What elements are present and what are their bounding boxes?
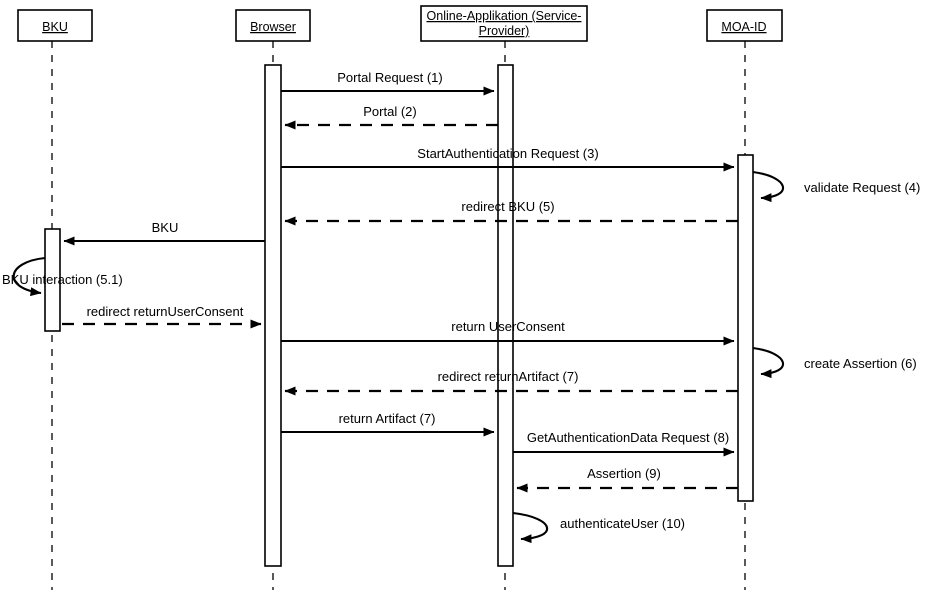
message-bku-interaction[interactable]: BKU interaction (5.1): [2, 256, 123, 297]
message-selfloop-validate-request[interactable]: [752, 170, 784, 203]
participant-bku[interactable]: BKU: [17, 9, 93, 42]
message-label-return-userconsent: return UserConsent: [451, 319, 565, 334]
message-assertion[interactable]: Assertion (9): [516, 466, 738, 493]
message-validate-request[interactable]: validate Request (4): [752, 170, 920, 203]
message-label-bku: BKU: [152, 220, 179, 235]
activation-bars: [44, 64, 754, 567]
message-label-create-assertion: create Assertion (6): [804, 356, 917, 371]
message-label-validate-request: validate Request (4): [804, 180, 920, 195]
participant-box-online[interactable]: [420, 5, 588, 42]
message-bku[interactable]: BKU: [63, 220, 265, 246]
message-label-redirect-bku: redirect BKU (5): [461, 199, 554, 214]
message-redirect-bku[interactable]: redirect BKU (5): [284, 199, 738, 226]
message-label-redirect-returnuserconsent: redirect returnUserConsent: [87, 304, 244, 319]
message-label-assertion: Assertion (9): [587, 466, 661, 481]
activation-bar-browser[interactable]: [264, 64, 282, 567]
message-label-portal: Portal (2): [363, 104, 416, 119]
message-label-getauthenticationdata-request: GetAuthenticationData Request (8): [527, 430, 729, 445]
participant-box-moaid[interactable]: [706, 9, 783, 42]
participant-label-browser: Browser: [250, 20, 296, 34]
message-getauthenticationdata-request[interactable]: GetAuthenticationData Request (8): [513, 430, 735, 457]
message-label-portal-request: Portal Request (1): [337, 70, 443, 85]
message-label-authenticateuser: authenticateUser (10): [560, 516, 685, 531]
activation-bar-bku[interactable]: [44, 228, 61, 332]
message-redirect-returnartifact[interactable]: redirect returnArtifact (7): [284, 369, 738, 396]
message-return-userconsent[interactable]: return UserConsent: [281, 319, 735, 346]
message-label-startauthentication-request: StartAuthentication Request (3): [417, 146, 598, 161]
activation-bar-moaid[interactable]: [737, 154, 754, 502]
message-selfloop-authenticateuser[interactable]: [512, 511, 549, 544]
participant-browser[interactable]: Browser: [235, 9, 311, 42]
message-startauthentication-request[interactable]: StartAuthentication Request (3): [281, 146, 735, 172]
message-label-bku-interaction: BKU interaction (5.1): [2, 272, 123, 287]
activation-bar-online[interactable]: [497, 64, 514, 567]
message-redirect-returnuserconsent[interactable]: redirect returnUserConsent: [62, 304, 262, 329]
message-label-redirect-returnartifact: redirect returnArtifact (7): [438, 369, 579, 384]
participant-label-bku: BKU: [42, 20, 68, 34]
message-authenticateuser[interactable]: authenticateUser (10): [512, 511, 685, 544]
participant-box-bku[interactable]: [17, 9, 93, 42]
message-selfloop-bku-interaction[interactable]: [12, 256, 46, 297]
message-portal-request[interactable]: Portal Request (1): [281, 70, 495, 96]
participant-label-online-line1: Online-Applikation (Service-: [427, 9, 582, 23]
message-selfloop-create-assertion[interactable]: [752, 346, 784, 379]
message-create-assertion[interactable]: create Assertion (6): [752, 346, 917, 379]
participant-box-browser[interactable]: [235, 9, 311, 42]
participant-online-applikation[interactable]: Online-Applikation (Service- Provider): [420, 5, 588, 42]
participant-label-online-line2: Provider): [479, 24, 530, 38]
message-return-artifact[interactable]: return Artifact (7): [281, 411, 495, 437]
participant-moaid[interactable]: MOA-ID: [706, 9, 783, 42]
message-label-return-artifact: return Artifact (7): [339, 411, 436, 426]
participant-label-moaid: MOA-ID: [721, 20, 766, 34]
message-portal[interactable]: Portal (2): [284, 104, 498, 130]
